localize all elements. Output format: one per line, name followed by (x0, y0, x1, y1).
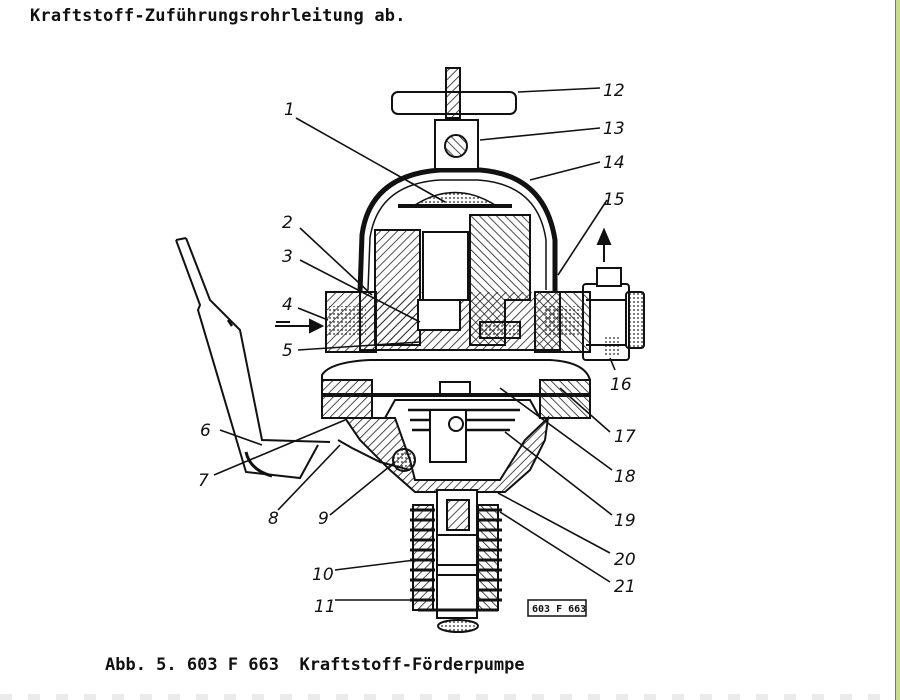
outlet-fitting (582, 267, 645, 361)
callout-13: 13 (603, 119, 625, 139)
callout-7: 7 (198, 471, 209, 491)
callout-14: 14 (603, 153, 625, 173)
callout-3: 3 (282, 247, 293, 267)
page-heading: Kraftstoff-Zuführungsrohrleitung ab. (30, 6, 406, 26)
flow-arrows (275, 227, 612, 334)
callout-2: 2 (282, 213, 293, 233)
stamp-text: 603 F 663 (532, 604, 586, 615)
callout-19: 19 (614, 511, 636, 531)
reference-stamp: 603 F 663 (527, 599, 587, 617)
callout-6: 6 (200, 421, 211, 441)
callout-8: 8 (268, 509, 279, 529)
page-edge (895, 0, 900, 700)
callout-17: 17 (614, 427, 636, 447)
callout-5: 5 (282, 341, 293, 361)
callout-11: 11 (314, 597, 336, 617)
leader-lines (213, 87, 616, 601)
callout-12: 12 (603, 81, 625, 101)
figure-caption: Abb. 5. 603 F 663 Kraftstoff-Förderpumpe (105, 655, 525, 675)
callout-10: 10 (312, 565, 334, 585)
callout-20: 20 (614, 550, 636, 570)
plunger-assembly (410, 489, 502, 633)
callout-labels: 1 2 3 4 5 6 7 8 9 10 11 12 13 14 15 16 1… (198, 81, 636, 617)
lower-body (337, 408, 550, 493)
callout-1: 1 (284, 100, 295, 120)
callout-16: 16 (610, 375, 632, 395)
callout-9: 9 (318, 509, 329, 529)
callout-18: 18 (614, 467, 636, 487)
callout-15: 15 (603, 190, 625, 210)
callout-21: 21 (614, 577, 636, 597)
diaphragm-body (321, 359, 591, 419)
callout-4: 4 (282, 295, 293, 315)
bleed-through-text (0, 694, 895, 700)
priming-lever (175, 237, 331, 480)
upper-housing (325, 214, 591, 353)
bail-and-screw (391, 67, 517, 168)
